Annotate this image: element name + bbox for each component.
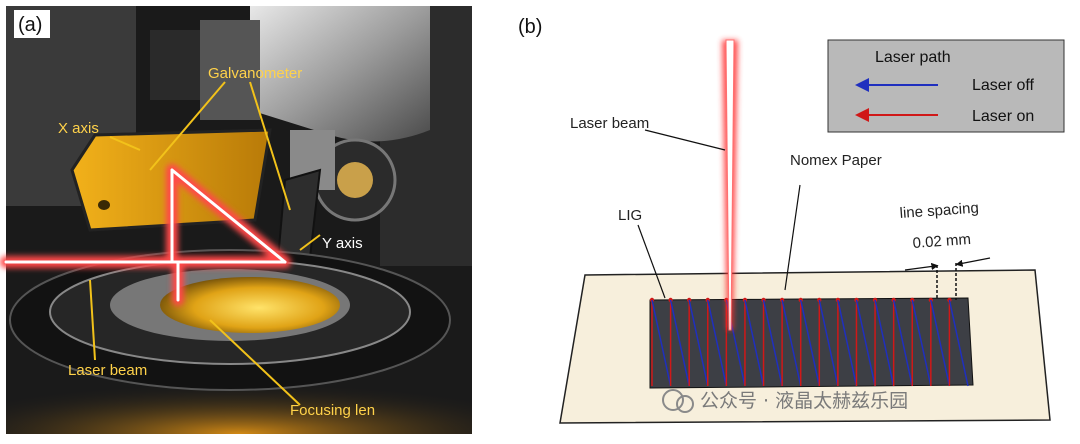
legend-label-laser-on: Laser on [972, 108, 1034, 125]
legend-label-laser-off: Laser off [972, 77, 1035, 94]
laser-scanning-schematic: (b) Laser beam Nomex Paper LIG line spac [518, 16, 1065, 424]
panel-b-tag: (b) [518, 16, 542, 38]
scan-line-off [762, 299, 783, 387]
y-motor-hub [337, 162, 373, 198]
watermark-text: 公众号 · 液晶太赫兹乐园 [700, 390, 908, 412]
panel-a-tag-box [14, 10, 50, 38]
scan-point [835, 297, 841, 303]
scan-line-off [892, 299, 913, 387]
scan-line-off [948, 299, 969, 387]
watermark: 公众号 · 液晶太赫兹乐园 [662, 389, 908, 413]
scan-point [872, 297, 878, 303]
b-callout-lines [637, 129, 801, 299]
label-line-spacing: line spacing [899, 200, 979, 222]
scan-line-off [781, 299, 802, 387]
scan-line-off [651, 299, 672, 387]
scan-line-off [911, 299, 932, 387]
scan-point [891, 297, 896, 303]
label-nomex-paper: Nomex Paper [790, 152, 882, 169]
laser-beam-path [0, 164, 291, 306]
label-lig: LIG [618, 207, 642, 224]
scan-line-off [930, 299, 951, 387]
scanner-head [250, 6, 430, 142]
scan-point [928, 297, 934, 303]
focusing-lens [160, 277, 340, 333]
scan-line-off [799, 299, 821, 387]
scan-point [668, 297, 673, 303]
scan-line-off [744, 299, 765, 387]
legend-title: Laser path [875, 49, 951, 66]
scan-point [854, 297, 859, 303]
mirror-spot [98, 200, 110, 210]
scan-point [779, 297, 785, 303]
galvanometer-photo-illustration: (a) Galvanometer X axis Y axis Laser bea… [0, 6, 472, 434]
legend: Laser path Laser off Laser on [827, 39, 1065, 133]
scan-line-off [707, 299, 728, 387]
scan-point [742, 297, 748, 303]
label-laser-beam-a: Laser beam [68, 362, 147, 379]
label-x-axis: X axis [58, 120, 99, 137]
scan-line-off [688, 299, 709, 387]
mount-bracket [200, 20, 260, 120]
panel-a-photo: (a) Galvanometer X axis Y axis Laser bea… [0, 0, 480, 439]
watermark-icon [662, 389, 684, 411]
panel-a-tag: (a) [18, 14, 42, 36]
scan-point [761, 297, 766, 303]
label-laser-beam-b: Laser beam [570, 115, 649, 132]
label-galvanometer: Galvanometer [208, 65, 302, 82]
scan-lines [649, 297, 969, 387]
scan-line-off [669, 299, 690, 387]
scan-line-off [837, 299, 858, 387]
scan-line-off [855, 299, 876, 387]
callout-lines [89, 81, 321, 406]
scan-point [947, 297, 952, 303]
panel-b-schematic: (b) Laser beam Nomex Paper LIG line spac [490, 0, 1080, 439]
label-spacing-value: 0.02 mm [912, 231, 971, 252]
scan-line-off [874, 299, 895, 387]
laser-beam-b [722, 39, 738, 331]
line-spacing-indicator [904, 257, 991, 300]
scan-line-off [818, 299, 839, 387]
label-y-axis: Y axis [322, 235, 363, 252]
label-focusing-len: Focusing len [290, 402, 375, 419]
scan-point [686, 297, 692, 303]
